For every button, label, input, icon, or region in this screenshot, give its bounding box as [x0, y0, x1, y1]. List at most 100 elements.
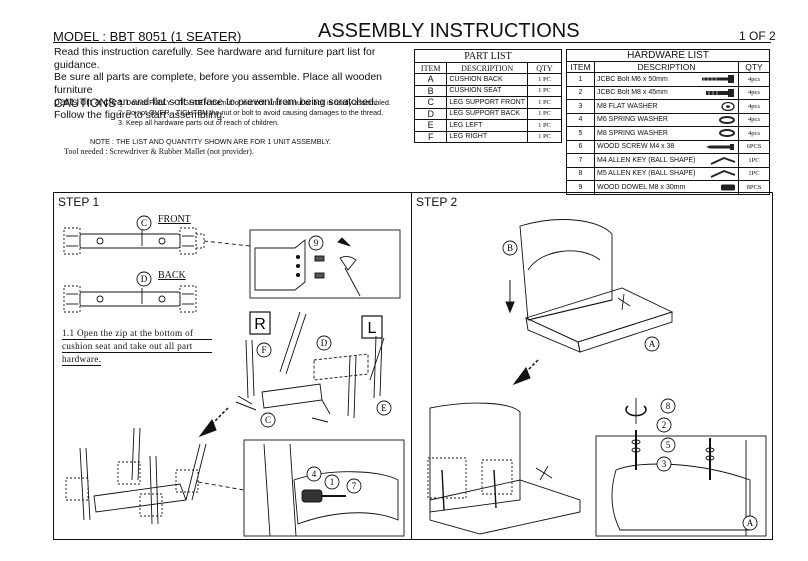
- hw-desc: M6 SPRING WASHER: [597, 116, 668, 124]
- model-label: MODEL : BBT 8051 (1 SEATER): [53, 29, 242, 44]
- callout-f: F: [261, 345, 266, 355]
- bolt-long-icon: [702, 75, 734, 84]
- tools-text: Tool needed : Screwdriver & Rubber Malle…: [64, 147, 254, 156]
- allen-key-icon: [710, 156, 736, 165]
- bolt-detail-drawing: [243, 439, 405, 537]
- table-row: 6 WOOD SCREW M4 x 38 6PCS: [566, 139, 770, 154]
- leg-support-front-drawing: [63, 227, 251, 255]
- hw-desc: M4 ALLEN KEY (BALL SHAPE): [597, 156, 696, 164]
- intro-line: Follow the figure to start assembling.: [54, 108, 225, 121]
- hw-desc: JCBC Bolt M8 x 45mm: [597, 89, 668, 97]
- page-number: 1 OF 2: [739, 29, 776, 43]
- hw-qty: 4pcs: [738, 85, 770, 100]
- intro-text: Read this instruction carefully. See har…: [54, 46, 414, 121]
- hw-item: 9: [566, 180, 595, 195]
- instruction-line: 1.1 Open the zip at the bottom of: [62, 327, 212, 340]
- part-list-header: ITEM: [413, 62, 448, 74]
- caution-item: 1. Do not FULLY - TIGHTEN the nut or nut…: [118, 98, 391, 107]
- wood-screw-icon: [706, 143, 734, 150]
- frame-assembled-drawing: [65, 427, 245, 525]
- callout-7: 7: [352, 481, 357, 491]
- callout-a: A: [649, 339, 656, 349]
- part-list-header: DESCRIPTION: [446, 62, 528, 74]
- page-title: ASSEMBLY INSTRUCTIONS: [318, 20, 580, 42]
- step1-label: STEP 1: [58, 195, 100, 209]
- hw-desc: M8 FLAT WASHER: [597, 102, 658, 110]
- hw-desc: WOOD DOWEL M8 x 30mm: [597, 183, 686, 191]
- callout-3: 3: [662, 459, 667, 469]
- dowel-detail-drawing: [249, 229, 401, 299]
- caution-item: 2. Do not OVER - TIGHTEN the nut or bolt…: [118, 108, 384, 117]
- step2-label: STEP 2: [416, 195, 458, 209]
- hw-desc: JCBC Bolt M6 x 50mm: [597, 75, 668, 83]
- cushion-back-drawing: [519, 219, 613, 321]
- hw-qty: 8PCS: [738, 180, 770, 195]
- hw-qty: 4pcs: [738, 112, 770, 127]
- r-box: R: [254, 316, 266, 333]
- callout-a2: A: [747, 518, 754, 528]
- hw-desc: M8 SPRING WASHER: [597, 129, 668, 137]
- instruction-line: hardware.: [62, 354, 102, 366]
- arrow-icon: [505, 280, 539, 386]
- callout-1: 1: [330, 477, 335, 487]
- table-row: 8 M5 ALLEN KEY (BALL SHAPE) 1PC: [566, 166, 770, 181]
- table-row: 9 WOOD DOWEL M8 x 30mm 8PCS: [566, 180, 770, 195]
- callout-2: 2: [662, 420, 667, 430]
- callout-8: 8: [666, 401, 671, 411]
- instruction-line: cushion seat and take out all part: [62, 340, 212, 353]
- callout-c2: C: [265, 415, 271, 425]
- header-rule: [53, 42, 771, 43]
- part-item: F: [413, 130, 448, 143]
- callout-d2: D: [321, 338, 328, 348]
- part-desc: LEG RIGHT: [446, 130, 528, 143]
- leg-support-back-drawing: [63, 285, 197, 313]
- callout-4: 4: [312, 469, 317, 479]
- intro-line: parts on a clean and flat soft surface t…: [54, 96, 377, 108]
- arrow-icon: [198, 401, 329, 438]
- callout-e: E: [381, 403, 387, 413]
- step1-instruction: 1.1 Open the zip at the bottom of cushio…: [62, 327, 212, 366]
- steps-frame: [53, 192, 773, 540]
- table-row: 4 M6 SPRING WASHER 4pcs: [566, 112, 770, 127]
- cushion-seat-drawing: [524, 287, 674, 353]
- bolt-detail-step2-drawing: [595, 398, 767, 537]
- part-item: E: [413, 119, 448, 132]
- part-qty: 1 PC: [526, 130, 563, 143]
- intro-line: Read this instruction carefully. See har…: [54, 46, 376, 71]
- callout-b: B: [507, 243, 513, 253]
- wood-dowel-icon: [721, 184, 735, 191]
- hw-desc: WOOD SCREW M4 x 38: [597, 143, 675, 151]
- cautions-list: 1. Do not FULLY - TIGHTEN the nut or nut…: [118, 98, 391, 128]
- l-box: L: [368, 320, 377, 337]
- allen-key-icon: [710, 170, 736, 179]
- spring-washer-icon: [719, 115, 735, 124]
- back-label: BACK: [158, 270, 186, 281]
- hardware-list-table: HARDWARE LIST ITEM DESCRIPTION QTY 1 JCB…: [566, 49, 770, 195]
- callout-d: D: [141, 274, 148, 284]
- table-row: 2 JCBC Bolt M8 x 45mm 4pcs: [566, 85, 770, 100]
- callout-9: 9: [314, 238, 319, 248]
- spring-washer-icon: [719, 129, 735, 138]
- part-list-header: QTY: [526, 62, 563, 74]
- cautions-label: CAUTIONS :: [54, 96, 123, 110]
- part-desc: LEG LEFT: [446, 119, 528, 132]
- callout-5: 5: [666, 440, 671, 450]
- caution-item: 3. Keep all hardware parts out of reach …: [118, 118, 280, 127]
- front-label: FRONT: [158, 214, 191, 225]
- callout-c: C: [141, 218, 147, 228]
- step-divider: [411, 192, 412, 539]
- leg-assembly-drawing: [237, 311, 385, 419]
- part-qty: 1 PC: [526, 119, 563, 132]
- intro-line: Be sure all parts are complete, before y…: [54, 71, 383, 96]
- bolt-icon: [706, 88, 734, 97]
- seat-assembly-drawing: [427, 402, 581, 535]
- flat-washer-icon: [721, 101, 735, 111]
